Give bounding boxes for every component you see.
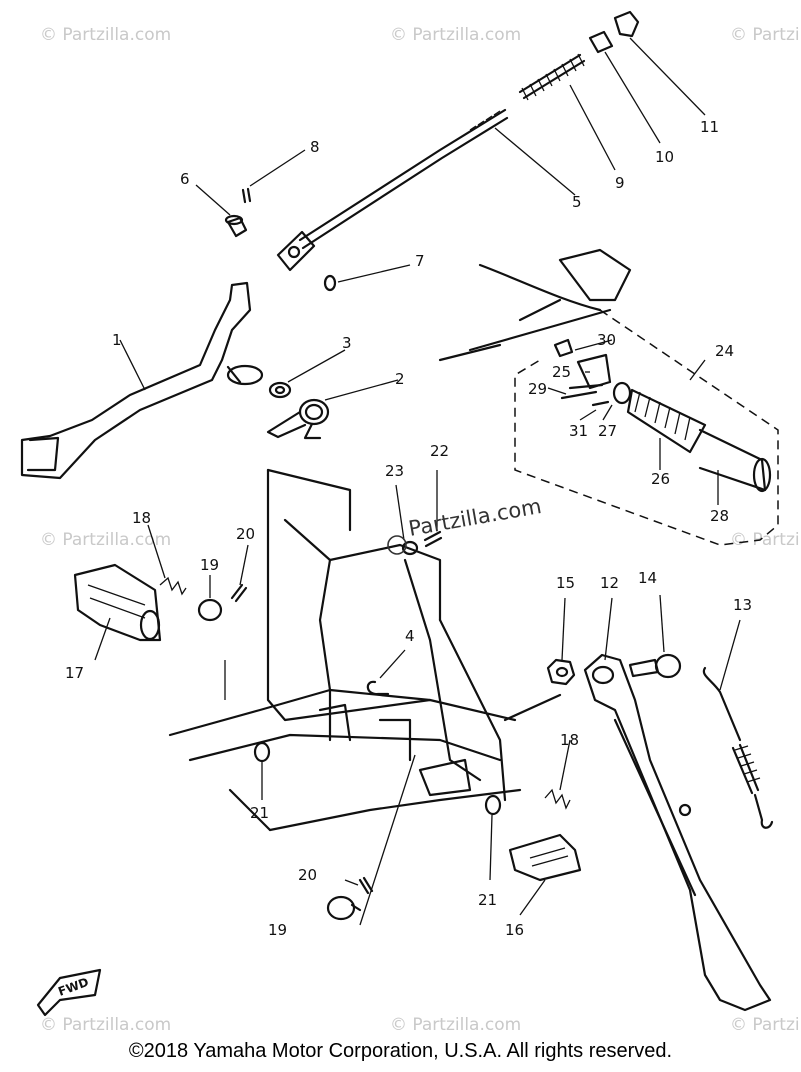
part-20-cotter-left xyxy=(230,583,248,603)
watermark-layer: © Partzilla.com © Partzilla.com © Partzi… xyxy=(40,25,801,1035)
part-8-cotter xyxy=(241,187,252,204)
part-18-spring-right xyxy=(544,788,571,810)
callout-6: 6 xyxy=(180,170,190,188)
callout-31: 31 xyxy=(569,422,588,440)
forward-arrow-icon: FWD xyxy=(36,968,102,1017)
callout-16: 16 xyxy=(505,921,524,939)
callout-21b: 21 xyxy=(478,891,497,909)
callout-30: 30 xyxy=(597,331,616,349)
watermark: © Partzilla.com xyxy=(390,1015,521,1035)
callout-28: 28 xyxy=(710,507,729,525)
part-19-pin-right xyxy=(326,895,362,921)
callout-13: 13 xyxy=(733,596,752,614)
part-17-footrest xyxy=(73,563,162,642)
callout-2: 2 xyxy=(395,370,405,388)
part-5-rod xyxy=(276,108,509,272)
callout-21a: 21 xyxy=(250,804,269,822)
callout-17: 17 xyxy=(65,664,84,682)
callout-labels: 1 2 3 4 5 6 7 8 9 10 11 12 13 14 15 16 1… xyxy=(65,118,752,939)
callout-26: 26 xyxy=(651,470,670,488)
watermark: © Partzilla.com xyxy=(40,1015,171,1035)
part-24-assembly-box xyxy=(514,309,779,546)
callout-15: 15 xyxy=(556,574,575,592)
callout-29: 29 xyxy=(528,380,547,398)
part-11-nut xyxy=(613,10,640,38)
callout-1: 1 xyxy=(112,331,122,349)
part-22-23-bolt xyxy=(401,530,443,556)
callout-20a: 20 xyxy=(236,525,255,543)
part-4-clip xyxy=(366,680,390,696)
watermark: © Partzilla.com xyxy=(40,25,171,45)
callout-5: 5 xyxy=(572,193,582,211)
part-2-spring xyxy=(266,398,330,440)
part-14-bolt xyxy=(628,653,682,679)
callout-24: 24 xyxy=(715,342,734,360)
watermark: © Partzilla.com xyxy=(390,25,521,45)
callout-4: 4 xyxy=(405,627,415,645)
callout-18a: 18 xyxy=(132,509,151,527)
copyright-notice: ©2018 Yamaha Motor Corporation, U.S.A. A… xyxy=(128,1040,673,1062)
callout-8: 8 xyxy=(310,138,320,156)
callout-3: 3 xyxy=(342,334,352,352)
watermark: © Partzilla.com xyxy=(730,530,801,550)
watermark: © Partzilla.com xyxy=(40,530,171,550)
callout-20b: 20 xyxy=(298,866,317,884)
part-6-pin xyxy=(224,214,248,238)
watermark: © Partzilla.com xyxy=(730,1015,801,1035)
part-20-cotter-right xyxy=(358,876,374,895)
partzilla-watermark: Partzilla.com xyxy=(387,494,544,555)
part-3-washer xyxy=(268,381,292,399)
leader-lines xyxy=(94,37,741,926)
callout-25: 25 xyxy=(552,363,571,381)
part-18-spring-left xyxy=(159,576,187,596)
part-1-lever xyxy=(20,281,264,480)
watermark-main: Partzilla.com xyxy=(407,494,544,541)
callout-22: 22 xyxy=(430,442,449,460)
part-10-collar xyxy=(588,30,614,54)
callout-14: 14 xyxy=(638,569,657,587)
part-15-nut xyxy=(546,658,576,686)
callout-9: 9 xyxy=(615,174,625,192)
part-13-spring xyxy=(702,666,774,829)
part-9-spring xyxy=(518,53,586,101)
part-7-washer xyxy=(323,274,337,292)
part-21-washer-right xyxy=(484,794,502,816)
callout-18b: 18 xyxy=(560,731,579,749)
part-16-footrest xyxy=(508,833,582,882)
watermark: © Partzilla.com xyxy=(730,25,801,45)
callout-12: 12 xyxy=(600,574,619,592)
callout-7: 7 xyxy=(415,252,425,270)
part-19-pin-left xyxy=(197,598,223,622)
callout-23: 23 xyxy=(385,462,404,480)
exploded-view-drawing: © Partzilla.com © Partzilla.com © Partzi… xyxy=(20,10,801,1035)
callout-19b: 19 xyxy=(268,921,287,939)
callout-27: 27 xyxy=(598,422,617,440)
part-12-sidestand xyxy=(583,653,772,1012)
part-21-washer-left xyxy=(253,741,271,763)
callout-11: 11 xyxy=(700,118,719,136)
callout-10: 10 xyxy=(655,148,674,166)
callout-19a: 19 xyxy=(200,556,219,574)
